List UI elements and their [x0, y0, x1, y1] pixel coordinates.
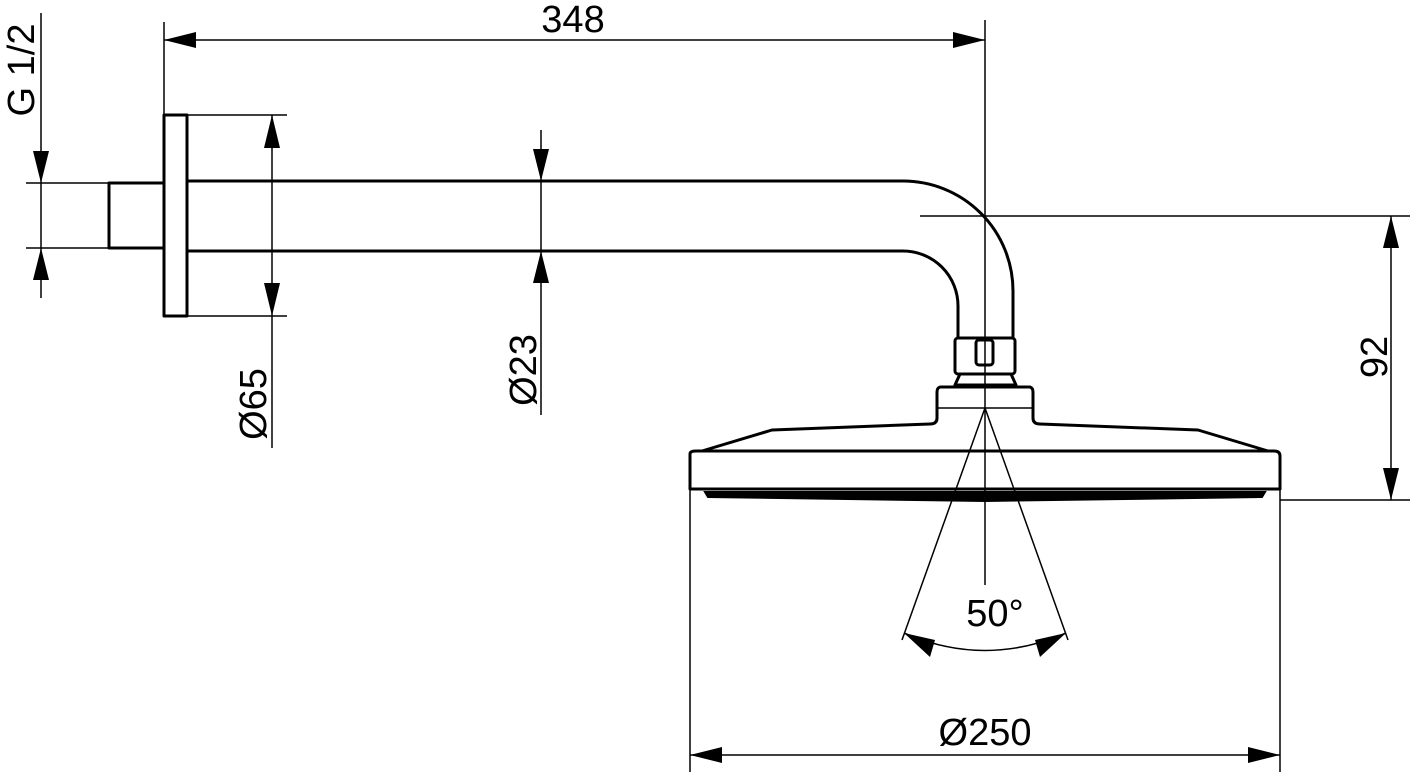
arm-diameter-label: Ø23	[503, 334, 545, 406]
dimension-thread: G 1/2	[1, 13, 109, 298]
spray-cone: 50°	[901, 407, 1069, 657]
dimension-flange-diameter: Ø65	[187, 114, 287, 448]
head-diameter-label: Ø250	[939, 712, 1032, 754]
flange-diameter-label: Ø65	[233, 368, 275, 440]
drop-height-label: 92	[1354, 336, 1396, 378]
arm-length-label: 348	[541, 0, 604, 41]
dimension-drop-height: 92	[920, 215, 1410, 501]
wall-connector	[107, 181, 166, 250]
wall-flange	[162, 113, 189, 318]
dimension-arm-length: 348	[163, 0, 985, 115]
dimension-arm-diameter: Ø23	[503, 130, 549, 415]
shower-arm	[187, 179, 1015, 338]
thread-label: G 1/2	[1, 24, 43, 117]
dimension-head-diameter: Ø250	[689, 489, 1281, 772]
spray-angle-label: 50°	[966, 593, 1023, 635]
